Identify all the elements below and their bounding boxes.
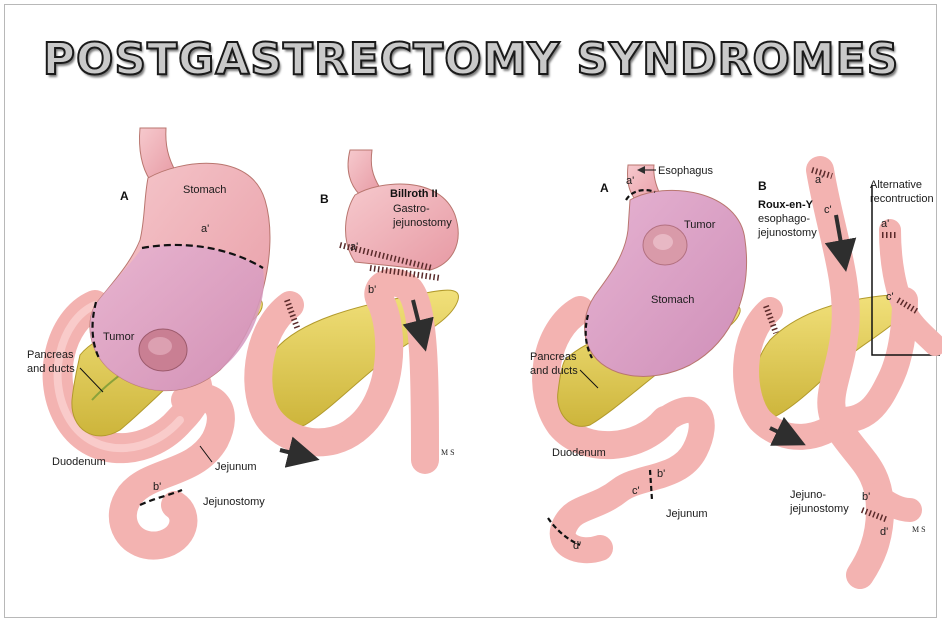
label-a-prime: a'	[350, 241, 358, 253]
right-panel-b: B Roux-en-Y esophago- jejunostomy a' c' …	[746, 170, 940, 575]
label-reconstruction: recontruction	[870, 193, 934, 205]
left-panel-a: A Stomach a' Tumor Pancreas and ducts Du…	[27, 128, 270, 546]
label-inset-a-prime: a'	[881, 218, 889, 230]
label-c-prime: c'	[824, 204, 832, 216]
jejunum-continuation	[876, 495, 910, 510]
label-roux: Roux-en-Y	[758, 199, 814, 211]
label-alternative: Alternative	[870, 179, 922, 191]
label-d-prime: d'	[880, 526, 888, 538]
label-inset-c-prime: c'	[886, 291, 894, 303]
artist-mark: M S	[912, 525, 926, 534]
label-and-ducts: and ducts	[27, 363, 75, 375]
label-stomach: Stomach	[651, 294, 694, 306]
label-b-prime: b'	[153, 481, 161, 493]
label-jejunostomy: jejunostomy	[757, 227, 817, 239]
tumor-highlight	[653, 234, 673, 250]
label-billroth: Billroth II	[390, 188, 438, 200]
label-jejunum: Jejunum	[215, 461, 257, 473]
label-pancreas: Pancreas	[530, 351, 577, 363]
panel-letter-b: B	[320, 192, 329, 206]
label-b-prime: b'	[657, 468, 665, 480]
panel-letter-b: B	[758, 179, 767, 193]
label-b-prime: b'	[862, 491, 870, 503]
label-stomach: Stomach	[183, 184, 226, 196]
label-c-prime: c'	[632, 485, 640, 497]
label-a-prime: a'	[201, 223, 209, 235]
resected-region	[90, 245, 264, 391]
label-tumor: Tumor	[684, 219, 716, 231]
tumor-highlight	[148, 337, 172, 355]
label-duodenum: Duodenum	[52, 456, 106, 468]
left-panel-b: B Billroth II Gastro- jejunostomy a' b' …	[258, 150, 458, 460]
label-b-prime: b'	[368, 284, 376, 296]
panel-letter-a: A	[120, 189, 129, 203]
right-panel-a: A Esophagus a' Tumor Stomach Pancreas an…	[530, 165, 747, 552]
stomach-shape	[585, 190, 747, 376]
label-jejuno: Jejuno-	[790, 489, 826, 501]
artist-mark: M S	[441, 448, 455, 457]
label-jejunostomy-2: jejunostomy	[789, 503, 849, 515]
label-a-prime: a'	[626, 175, 634, 187]
label-and-ducts: and ducts	[530, 365, 578, 377]
label-duodenum: Duodenum	[552, 447, 606, 459]
label-jejunostomy: Jejunostomy	[203, 496, 265, 508]
label-pancreas: Pancreas	[27, 349, 74, 361]
label-jejunostomy: jejunostomy	[392, 217, 452, 229]
label-esophago: esophago-	[758, 213, 810, 225]
label-a-prime: a'	[815, 174, 823, 186]
label-gastro: Gastro-	[393, 203, 430, 215]
label-jejunum: Jejunum	[666, 508, 708, 520]
label-esophagus: Esophagus	[658, 165, 714, 177]
label-d-prime: d'	[573, 540, 581, 552]
label-tumor: Tumor	[103, 331, 135, 343]
panel-letter-a: A	[600, 181, 609, 195]
